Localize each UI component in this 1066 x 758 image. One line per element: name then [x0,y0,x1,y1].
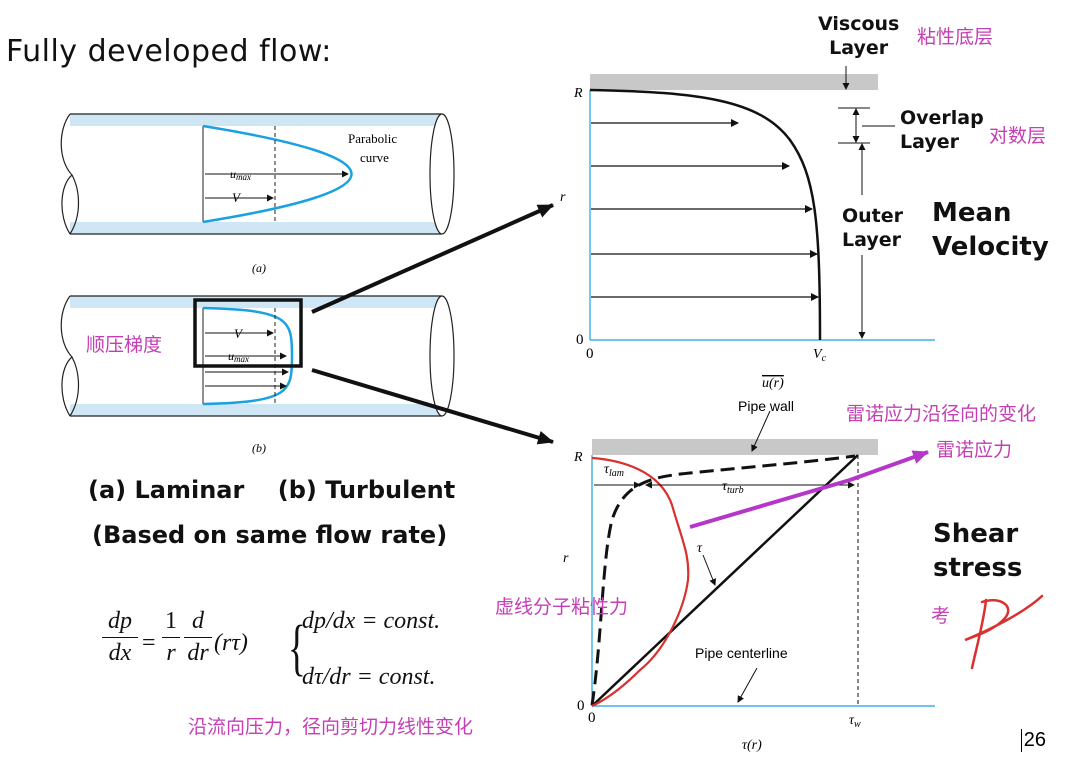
tau-total-line [591,454,859,707]
favorable-gradient-note: 顺压梯度 [86,334,163,356]
viscous-layer-cn: 粘性底层 [917,26,994,48]
caption-a: (a) [252,261,266,275]
pipe-wall-velocity [590,74,878,90]
velocity-y-axis-label: r [560,190,566,205]
eq-r: r [166,640,176,666]
v-label-a: V [232,190,242,205]
umax-label-a: umax [230,167,251,182]
exam-note-cn: 考 [931,605,951,627]
v-label-b: V [234,326,244,341]
tau-label: τ [697,541,703,556]
velocity-y-top: R [573,86,583,101]
eq-lhs-den: dx [108,640,132,666]
tau-lam-label: τlam [604,462,624,479]
pipe-wall-label: Pipe wall [738,398,794,414]
caption-sub: (Based on same flow rate) [92,521,448,549]
slide-title: Fully developed flow: [6,34,332,69]
tau-turb-label: τturb [722,479,744,496]
purple-pointer [689,478,851,529]
shear-plot: R r 0 0 Pipe wall τlam τturb τ Pipe cent… [563,398,935,753]
velocity-profile [589,88,822,341]
arrow-to-velocity [311,203,554,314]
parabolic-label: Parabolic [348,131,397,146]
pipe-wall-shear [592,439,878,455]
shear-x-zero: 0 [588,710,596,726]
pipe-b: V umax [60,295,455,417]
reynolds-arrow [849,450,929,482]
eq-one: 1 [165,608,177,634]
pipe-centerline-label: Pipe centerline [695,645,788,661]
page-number: 26 [1020,729,1046,752]
velocity-plot: R r 0 0 Vc u(r) [560,66,935,391]
eq-d-den: dr [187,640,209,666]
arrow-to-shear [311,368,554,445]
caption-b: (b) [252,441,266,455]
overlap-layer-cn: 对数层 [989,125,1047,147]
eq-d-num: d [192,608,204,634]
shear-x-axis-label: τ(r) [742,738,762,753]
caption-main: (a) Laminar (b) Turbulent [88,476,456,504]
eq-lhs-num: dp [108,608,132,634]
equation: dp dx = 1 r d dr (rτ) { dp/dx = const. d… [100,608,520,698]
eq-line1: dp/dx = const. [302,608,441,634]
velocity-y-zero: 0 [576,332,584,348]
reynolds-stress-cn: 雷诺应力 [936,439,1013,461]
velocity-x-axis-label: u(r) [762,376,784,391]
eq-paren: (rτ) [214,630,248,656]
reynolds-variation-cn: 雷诺应力沿径向的变化 [846,403,1037,425]
shear-x-end: τw [849,713,861,730]
highlight-box [193,298,303,368]
eq-line2: dτ/dr = const. [302,664,436,690]
pipe-a: umax V Parabolic curve [60,113,455,235]
velocity-x-end: Vc [813,347,827,364]
shear-y-zero: 0 [577,698,585,714]
shear-y-top: R [573,450,583,465]
handwritten-mark [964,594,1044,670]
tau-lam-curve-red [591,456,690,707]
shear-y-axis-label: r [563,551,569,566]
velocity-x-zero: 0 [586,346,594,362]
linear-variation-note: 沿流向压力，径向剪切力线性变化 [188,716,474,738]
tau-turb-curve [590,454,856,706]
curve-label: curve [360,150,389,165]
dashed-viscous-cn: 虚线分子粘性力 [495,596,629,618]
umax-label-b: umax [228,349,249,364]
